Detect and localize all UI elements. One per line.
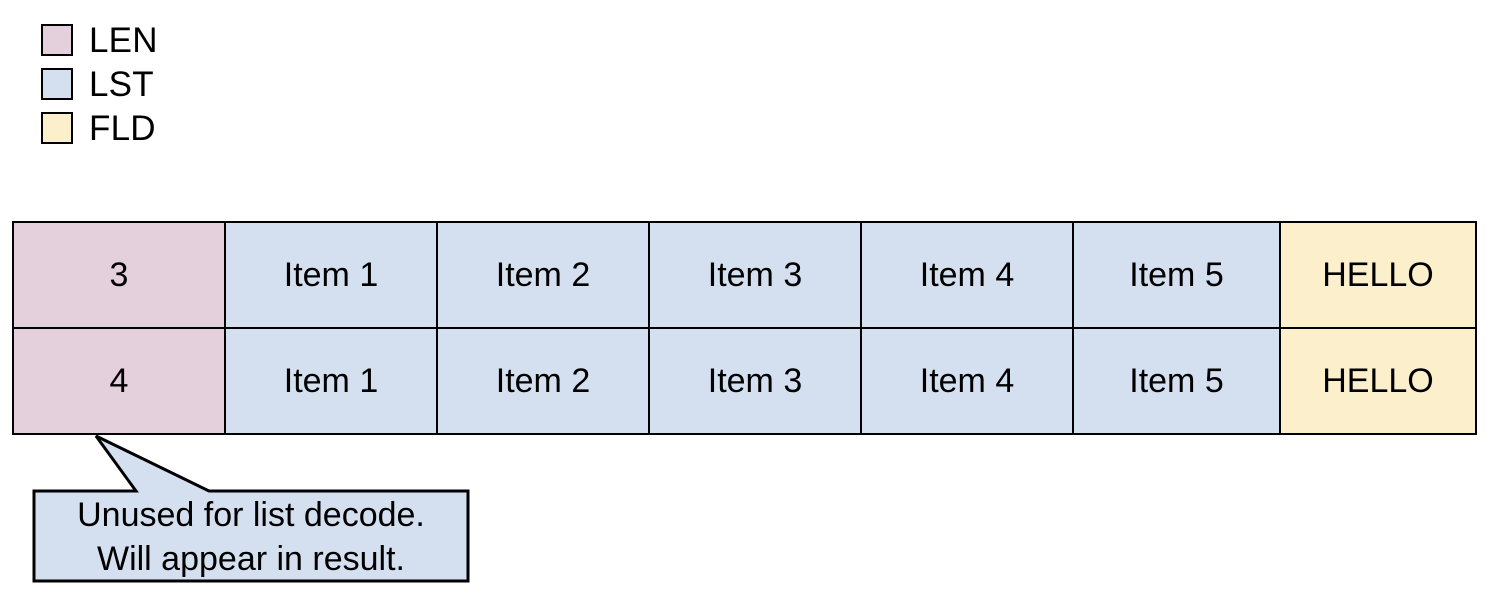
cell-len-row0: 3 (12, 221, 226, 329)
cell-list-item-row0-0: Item 1 (224, 221, 438, 329)
legend-swatch-len-icon (41, 24, 73, 56)
cell-list-item-row1-4: Item 5 (1072, 327, 1281, 435)
legend-label-lst: LST (89, 64, 154, 104)
table-row: 3 Item 1 Item 2 Item 3 Item 4 Item 5 HEL… (12, 221, 1477, 329)
cell-list-item-row1-0: Item 1 (224, 327, 438, 435)
record-layout-table: 3 Item 1 Item 2 Item 3 Item 4 Item 5 HEL… (12, 221, 1477, 435)
cell-list-item-row1-2: Item 3 (648, 327, 862, 435)
legend-row-fld: FLD (41, 106, 158, 150)
table-row: 4 Item 1 Item 2 Item 3 Item 4 Item 5 HEL… (12, 327, 1477, 435)
legend-row-lst: LST (41, 62, 158, 106)
legend-swatch-fld-icon (41, 112, 73, 144)
cell-list-item-row0-4: Item 5 (1072, 221, 1281, 329)
legend-swatch-lst-icon (41, 68, 73, 100)
legend: LEN LST FLD (41, 18, 158, 150)
callout-line-1: Unused for list decode. (77, 496, 425, 534)
cell-list-item-row0-2: Item 3 (648, 221, 862, 329)
cell-field-row1: HELLO (1279, 327, 1477, 435)
cell-list-item-row1-3: Item 4 (860, 327, 1074, 435)
callout-line-2: Will appear in result. (96, 540, 405, 578)
cell-list-item-row1-1: Item 2 (436, 327, 650, 435)
cell-field-row0: HELLO (1279, 221, 1477, 329)
cell-len-row1: 4 (12, 327, 226, 435)
legend-label-len: LEN (89, 20, 158, 60)
cell-list-item-row0-1: Item 2 (436, 221, 650, 329)
callout-text: Unused for list decode. Will appear in r… (32, 491, 470, 583)
legend-label-fld: FLD (89, 108, 156, 148)
legend-row-len: LEN (41, 18, 158, 62)
cell-list-item-row0-3: Item 4 (860, 221, 1074, 329)
